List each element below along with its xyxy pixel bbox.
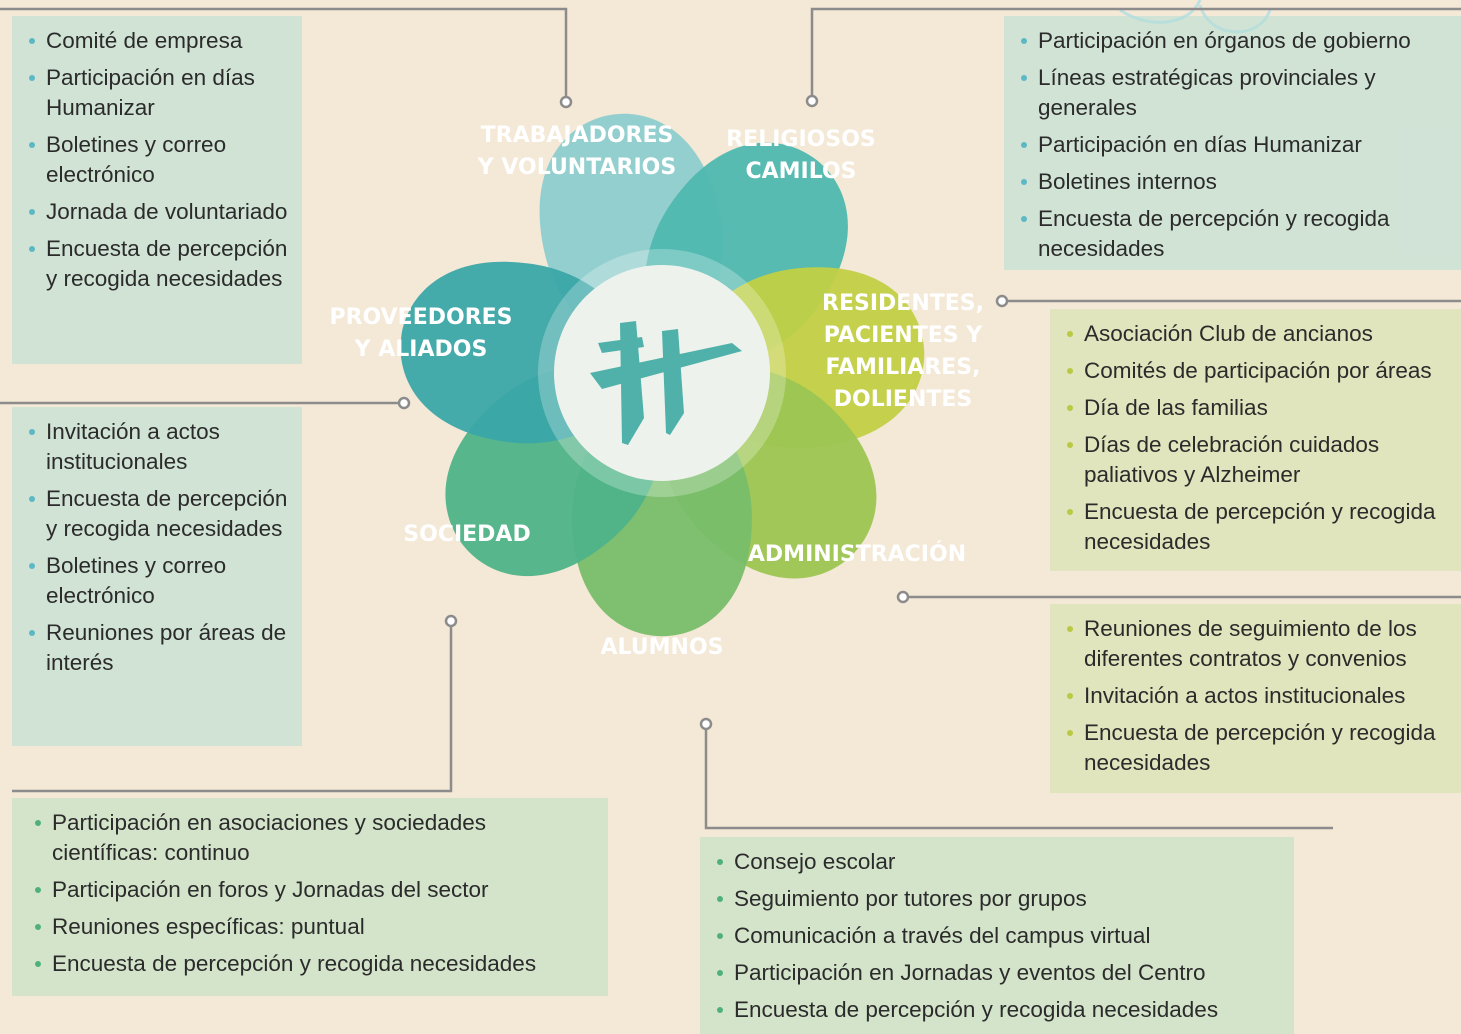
- label-alumnos: ALUMNOS: [600, 635, 724, 660]
- list-item: Días de celebración cuidados paliativos …: [1064, 430, 1451, 490]
- list-item: Reuniones de seguimiento de los diferent…: [1064, 614, 1451, 674]
- connectors: [0, 7, 1461, 830]
- list-item: Encuesta de percepción y recogida necesi…: [26, 484, 292, 544]
- list-item: Reuniones específicas: puntual: [32, 912, 598, 942]
- list-item: Encuesta de percepción y recogida necesi…: [1018, 204, 1451, 264]
- label-proveedores: PROVEEDORES Y ALIADOS: [329, 305, 513, 362]
- list-administracion: Reuniones de seguimiento de los diferent…: [1064, 614, 1451, 778]
- list-item: Participación en asociaciones y sociedad…: [32, 808, 598, 868]
- list-item: Encuesta de percepción y recogida necesi…: [1064, 497, 1451, 557]
- list-item: Invitación a actos institucionales: [26, 417, 292, 477]
- list-sociedad: Participación en asociaciones y sociedad…: [32, 808, 598, 979]
- list-item: Participación en días Humanizar: [1018, 130, 1451, 160]
- label-residentes: RESIDENTES, PACIENTES Y FAMILIARES, DOLI…: [822, 291, 984, 412]
- label-religiosos: RELIGIOSOS CAMILOS: [726, 127, 876, 184]
- list-item: Líneas estratégicas provinciales y gener…: [1018, 63, 1451, 123]
- list-item: Comunicación a través del campus virtual: [714, 921, 1284, 951]
- list-item: Consejo escolar: [714, 847, 1284, 877]
- list-item: Participación en días Humanizar: [26, 63, 292, 123]
- list-item: Participación en Jornadas y eventos del …: [714, 958, 1284, 988]
- box-administracion: Reuniones de seguimiento de los diferent…: [1050, 604, 1461, 793]
- label-administracion: ADMINISTRACIÓN: [747, 542, 967, 567]
- list-item: Boletines y correo electrónico: [26, 551, 292, 611]
- list-item: Jornada de voluntariado: [26, 197, 292, 227]
- label-trabajadores: TRABAJADORES Y VOLUNTARIOS: [477, 123, 677, 180]
- list-item: Día de las familias: [1064, 393, 1451, 423]
- list-item: Invitación a actos institucionales: [1064, 681, 1451, 711]
- list-item: Encuesta de percepción y recogida necesi…: [26, 234, 292, 294]
- center-circle: [554, 265, 770, 481]
- list-item: Reuniones por áreas de interés: [26, 618, 292, 678]
- list-item: Participación en foros y Jornadas del se…: [32, 875, 598, 905]
- list-item: Encuesta de percepción y recogida necesi…: [1064, 718, 1451, 778]
- label-sociedad: SOCIEDAD: [403, 522, 531, 547]
- list-item: Encuesta de percepción y recogida necesi…: [32, 949, 598, 979]
- center-logo-icon: [590, 321, 742, 445]
- connector-dots: [397, 94, 1009, 731]
- list-item: Seguimiento por tutores por grupos: [714, 884, 1284, 914]
- list-item: Encuesta de percepción y recogida necesi…: [714, 995, 1284, 1025]
- box-sociedad: Participación en asociaciones y sociedad…: [12, 798, 608, 996]
- list-item: Asociación Club de ancianos: [1064, 319, 1451, 349]
- list-item: Comités de participación por áreas: [1064, 356, 1451, 386]
- list-item: Boletines internos: [1018, 167, 1451, 197]
- list-item: Participación en órganos de gobierno: [1018, 26, 1451, 56]
- list-item: Boletines y correo electrónico: [26, 130, 292, 190]
- list-item: Comité de empresa: [26, 26, 292, 56]
